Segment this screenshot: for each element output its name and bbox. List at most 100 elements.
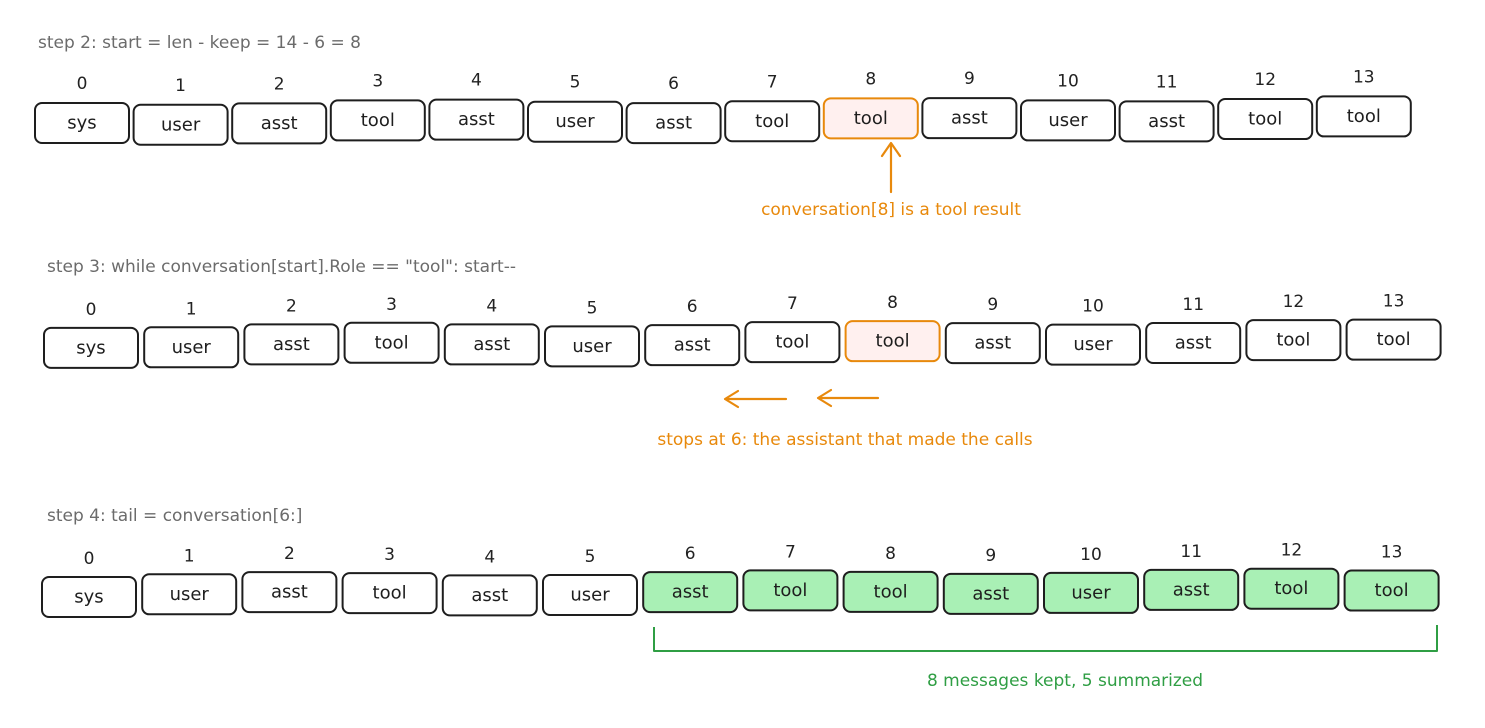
message-role-label: user	[1048, 110, 1088, 131]
message-index-label: 10	[1082, 297, 1104, 317]
message-role-label: asst	[271, 582, 308, 603]
message-role-label: asst	[458, 109, 495, 130]
message-index-label: 11	[1180, 542, 1202, 562]
message-index-label: 8	[885, 544, 896, 564]
message-role-label: tool	[773, 580, 807, 601]
message-index-label: 12	[1254, 70, 1276, 90]
step-3-group: step 3: while conversation[start].Role =…	[43, 257, 1442, 450]
step-4-caption: step 4: tail = conversation[6:]	[47, 506, 302, 526]
message-index-label: 10	[1080, 545, 1102, 565]
message-role-label: tool	[874, 581, 908, 602]
message-index-label: 9	[987, 295, 998, 315]
message-role-label: user	[1073, 334, 1113, 355]
message-cell-user	[1045, 323, 1141, 366]
message-index-label: 12	[1283, 292, 1305, 312]
message-cell-tool	[742, 569, 839, 612]
step-3-left-arrow-near	[816, 388, 880, 408]
message-index-label: 5	[570, 73, 581, 93]
message-cell-asst	[942, 572, 1039, 615]
message-index-label: 10	[1057, 71, 1079, 91]
message-index-label: 5	[585, 547, 596, 567]
message-cell-asst	[644, 324, 741, 367]
message-role-label: tool	[1248, 109, 1282, 130]
message-role-label: tool	[375, 332, 409, 353]
message-role-label: asst	[471, 585, 508, 606]
message-role-label: tool	[775, 332, 809, 353]
message-cell-tool	[724, 100, 821, 143]
message-role-label: asst	[672, 582, 709, 603]
message-index-label: 1	[184, 546, 195, 566]
message-cell-sys	[43, 326, 139, 369]
message-cell-tool	[842, 570, 939, 613]
message-index-label: 13	[1353, 67, 1375, 87]
message-role-label: asst	[974, 333, 1011, 354]
step-2-group: step 2: start = len - keep = 14 - 6 = 8 …	[34, 33, 1412, 220]
message-cell-user	[527, 100, 623, 143]
message-role-label: user	[170, 584, 210, 605]
message-cell-tool	[343, 321, 440, 364]
message-cell-asst	[1118, 100, 1215, 143]
message-cell-sys	[34, 102, 130, 144]
message-cell-tool	[822, 97, 919, 140]
step-4-message-row: 0sys1user2asst3tool4asst5user6asst7tool8…	[41, 541, 1440, 619]
message-cell-asst	[243, 323, 340, 366]
message-cell-tool	[1345, 318, 1442, 361]
message-role-label: sys	[67, 113, 96, 134]
message-cell-asst	[1145, 322, 1242, 365]
message-index-label: 4	[486, 296, 497, 316]
message-role-label: tool	[755, 111, 789, 132]
message-role-label: asst	[951, 108, 988, 129]
message-role-label: user	[172, 337, 212, 358]
message-index-label: 13	[1383, 292, 1405, 312]
message-index-label: 11	[1156, 72, 1178, 92]
message-role-label: tool	[876, 331, 910, 352]
message-role-label: asst	[1173, 579, 1210, 600]
message-index-label: 7	[767, 72, 778, 92]
step-2-message-row: 0sys1user2asst3tool4asst5user6asst7tool8…	[34, 67, 1412, 146]
message-cell-tool	[329, 99, 426, 142]
message-index-label: 6	[685, 544, 696, 564]
message-index-label: 12	[1281, 541, 1303, 561]
message-cell-asst	[642, 571, 739, 614]
message-index-label: 2	[284, 544, 295, 564]
message-role-label: user	[570, 585, 610, 606]
message-cell-tool	[1243, 567, 1340, 610]
step-2-pointer-arrow	[880, 141, 902, 194]
message-cell-asst	[231, 102, 328, 145]
message-index-label: 3	[372, 71, 383, 91]
message-cell-user	[1043, 571, 1139, 614]
message-index-label: 4	[471, 71, 482, 91]
message-role-label: sys	[74, 587, 103, 608]
step-4-group: step 4: tail = conversation[6:] 0sys1use…	[41, 506, 1440, 691]
message-role-label: tool	[373, 583, 407, 604]
message-cell-asst	[443, 323, 540, 366]
message-cell-tool	[1245, 319, 1342, 362]
message-index-label: 8	[887, 293, 898, 313]
message-cell-user	[1020, 99, 1116, 142]
message-index-label: 6	[668, 74, 679, 94]
message-role-label: tool	[1274, 578, 1308, 599]
message-cell-asst	[921, 97, 1018, 140]
message-cell-asst	[944, 322, 1041, 365]
message-role-label: sys	[76, 337, 105, 358]
message-cell-user	[143, 326, 240, 369]
step-2-caption: step 2: start = len - keep = 14 - 6 = 8	[38, 33, 361, 53]
message-cell-asst	[241, 571, 338, 614]
message-index-label: 8	[865, 69, 876, 89]
message-cell-tool	[1315, 95, 1412, 138]
message-role-label: asst	[655, 113, 692, 134]
message-index-label: 0	[77, 74, 88, 94]
message-role-label: asst	[972, 583, 1009, 604]
message-index-label: 6	[687, 297, 698, 317]
message-role-label: user	[161, 114, 201, 135]
message-cell-tool	[1343, 569, 1440, 612]
message-index-label: 1	[175, 76, 186, 96]
message-cell-user	[542, 574, 638, 617]
step-4-note: 8 messages kept, 5 summarized	[927, 671, 1203, 691]
message-index-label: 0	[86, 300, 97, 320]
step-3-caption: step 3: while conversation[start].Role =…	[47, 257, 516, 277]
message-role-label: user	[555, 111, 595, 132]
message-role-label: asst	[1175, 333, 1212, 354]
message-role-label: tool	[1276, 330, 1310, 351]
